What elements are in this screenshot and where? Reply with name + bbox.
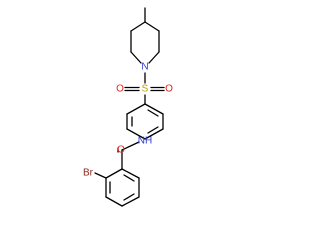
amide-bonds: [117, 141, 140, 170]
molecule-structure: N S O O NH O Br: [80, 7, 174, 207]
amide-nh-label: NH: [138, 136, 152, 147]
methylpiperidine-bonds: [130, 7, 160, 64]
sulfonyl-oxygen-right-label: O: [165, 84, 173, 95]
bromophenyl-ring-bonds: [94, 168, 140, 207]
phenylene-ring-bonds: [126, 103, 164, 140]
carbonyl-oxygen-label: O: [117, 145, 125, 156]
piperidine-nitrogen-label: N: [141, 62, 148, 73]
label-backgrounds: [80, 61, 174, 179]
sulfonyl-oxygen-left-label: O: [116, 84, 124, 95]
sulfonyl-bonds: [124, 72, 165, 105]
bromine-label: Br: [83, 168, 94, 179]
sulfur-label: S: [142, 84, 149, 95]
atom-labels: N S O O NH O Br: [83, 62, 173, 179]
